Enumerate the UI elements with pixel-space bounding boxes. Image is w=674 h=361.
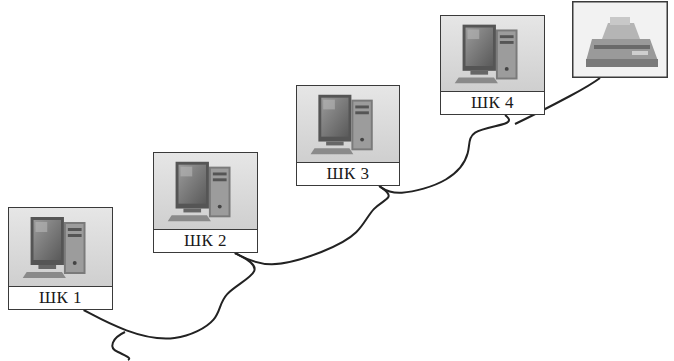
label-text: ШК 1	[39, 288, 82, 307]
computer-label: ШК 3	[296, 163, 400, 186]
label-text: ШК 4	[471, 93, 514, 112]
computer-icon	[296, 85, 400, 163]
computer-icon	[8, 207, 113, 287]
computer-node: ШК 2	[153, 152, 258, 253]
computer-node: ШК 4	[440, 15, 545, 115]
computer-label: ШК 2	[153, 230, 258, 253]
cable-tail	[112, 332, 129, 360]
label-text: ШК 2	[184, 231, 227, 250]
computer-icon	[440, 15, 545, 92]
computer-node: ШК 1	[8, 207, 113, 310]
label-text: ШК 3	[326, 164, 369, 183]
computer-node: ШК 3	[296, 85, 400, 186]
computer-label: ШК 4	[440, 92, 545, 115]
computer-icon	[153, 152, 258, 230]
computer-label: ШК 1	[8, 287, 113, 310]
printer-icon	[572, 1, 668, 78]
